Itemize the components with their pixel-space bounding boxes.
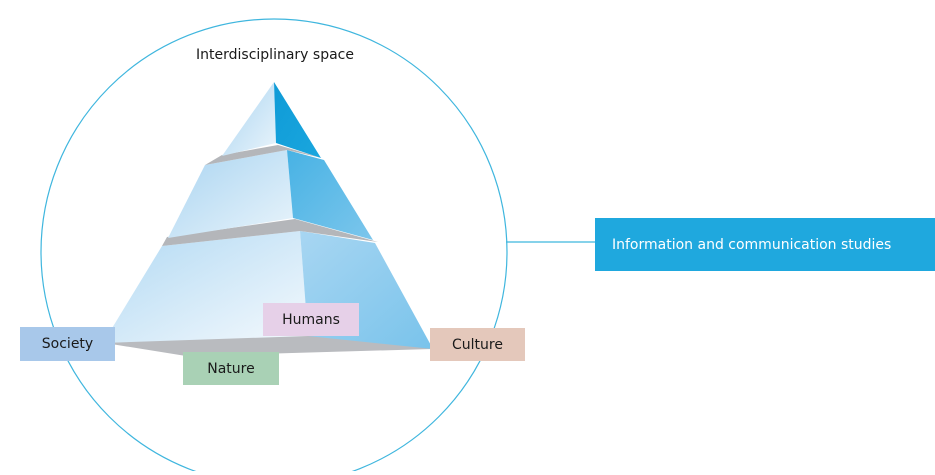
pyramid-tier-middle-right <box>287 150 373 240</box>
culture-label: Culture <box>430 328 525 361</box>
nature-label: Nature <box>183 352 279 385</box>
diagram-title: Interdisciplinary space <box>196 47 354 63</box>
pyramid-tier-top-left <box>222 82 276 156</box>
information-communication-studies-box: Information and communication studies <box>595 218 935 271</box>
society-label: Society <box>20 327 115 361</box>
humans-label: Humans <box>263 303 359 336</box>
interdisciplinary-circle <box>40 18 508 475</box>
pyramid-tier-bottom-left <box>103 231 308 343</box>
pyramid-tier-middle-left <box>168 150 293 238</box>
pyramid-ledge-middle <box>205 145 322 165</box>
pyramid-ledge-bottom <box>162 219 378 246</box>
pyramid-tier-top-right <box>274 82 321 158</box>
